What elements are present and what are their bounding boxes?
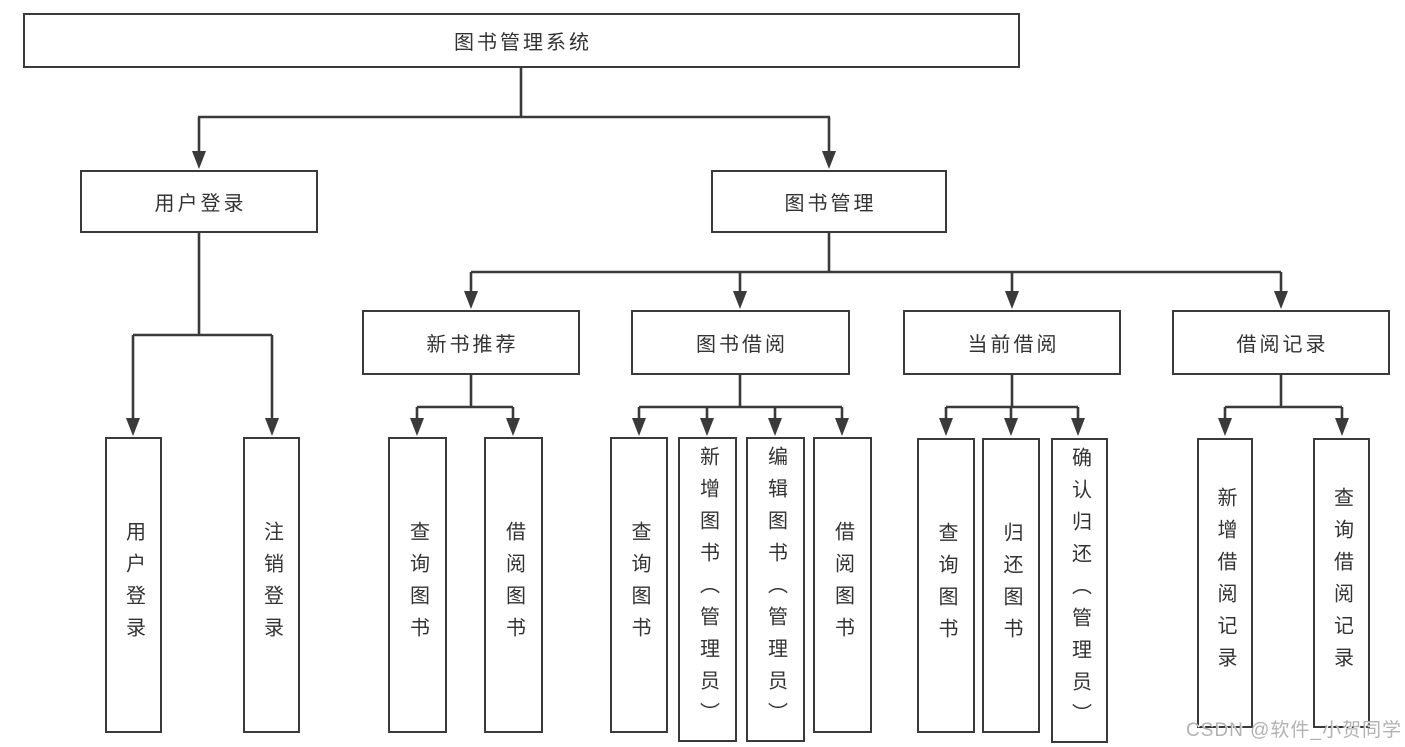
node-borrow-record-label: 借阅记录 — [1236, 334, 1329, 356]
connector-bookborrow-fork — [632, 375, 849, 436]
leaf-user-login: 用户登录 — [105, 437, 162, 733]
node-book-borrow: 图书借阅 — [631, 310, 850, 375]
node-root: 图书管理系统 — [23, 13, 1020, 68]
leaf-borrow-add-admin-label: 新增图书（管理员） — [696, 445, 719, 734]
node-book-borrow-label: 图书借阅 — [696, 334, 788, 356]
leaf-borrow-query-label: 查询图书 — [628, 521, 650, 649]
connector-userlogin-fork — [126, 233, 279, 436]
leaf-newbook-query: 查询图书 — [388, 437, 447, 733]
connector-borrowrecord-fork — [1218, 375, 1349, 436]
leaf-borrow-book-label: 借阅图书 — [831, 521, 854, 649]
leaf-return-book-label: 归还图书 — [1000, 521, 1022, 650]
leaf-record-query-label: 查询借阅记录 — [1330, 487, 1353, 679]
leaf-borrow-query: 查询图书 — [610, 437, 668, 733]
node-new-book-recommend: 新书推荐 — [362, 310, 580, 375]
leaf-logout: 注销登录 — [243, 437, 300, 733]
leaf-record-query: 查询借阅记录 — [1313, 438, 1370, 728]
leaf-newbook-borrow-label: 借阅图书 — [502, 521, 525, 649]
leaf-newbook-query-label: 查询图书 — [406, 521, 429, 649]
leaf-confirm-return-admin: 确认归还（管理员） — [1051, 438, 1108, 743]
leaf-record-add: 新增借阅记录 — [1197, 438, 1253, 728]
leaf-user-login-label: 用户登录 — [122, 521, 145, 649]
connector-currentborrow-fork — [939, 375, 1085, 436]
node-user-login-label: 用户登录 — [154, 193, 247, 215]
leaf-borrow-add-admin: 新增图书（管理员） — [678, 437, 737, 742]
leaf-current-query: 查询图书 — [917, 438, 975, 733]
leaf-return-book: 归还图书 — [982, 438, 1040, 733]
node-root-label: 图书管理系统 — [454, 32, 592, 54]
leaf-logout-label: 注销登录 — [260, 521, 283, 649]
node-current-borrow: 当前借阅 — [903, 310, 1121, 375]
connector-bookmgmt-to-level3 — [464, 233, 1288, 309]
connector-root-to-level2 — [192, 68, 836, 169]
leaf-borrow-edit-admin: 编辑图书（管理员） — [746, 437, 805, 742]
node-borrow-record: 借阅记录 — [1172, 310, 1390, 375]
node-book-management-label: 图书管理 — [784, 193, 877, 215]
node-new-book-recommend-label: 新书推荐 — [426, 334, 519, 356]
leaf-record-add-label: 新增借阅记录 — [1214, 487, 1236, 679]
leaf-newbook-borrow: 借阅图书 — [484, 437, 543, 733]
node-current-borrow-label: 当前借阅 — [967, 334, 1060, 356]
csdn-watermark: CSDN @软件_小贺同学 — [1186, 720, 1402, 741]
connector-newbook-fork — [410, 375, 520, 436]
node-user-login: 用户登录 — [80, 170, 318, 233]
leaf-confirm-return-admin-label: 确认归还（管理员） — [1068, 446, 1091, 735]
leaf-borrow-book: 借阅图书 — [813, 437, 872, 733]
leaf-current-query-label: 查询图书 — [935, 521, 957, 650]
node-book-management: 图书管理 — [711, 170, 947, 233]
leaf-borrow-edit-admin-label: 编辑图书（管理员） — [764, 445, 787, 734]
